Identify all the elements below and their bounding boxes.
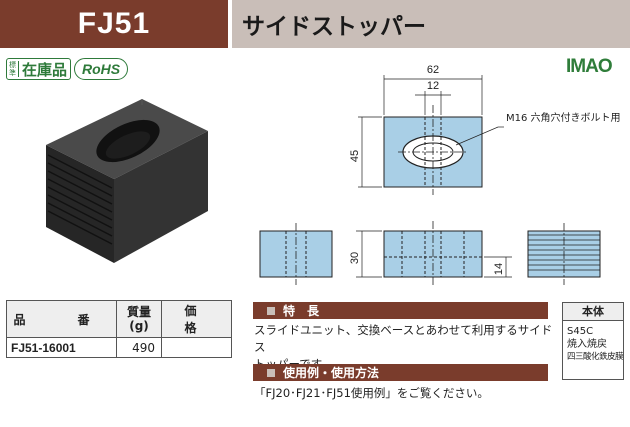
- price-cell: [161, 337, 232, 358]
- in-stock-badge: 標準 在庫品: [6, 58, 72, 80]
- features-title: 特 長: [283, 304, 320, 318]
- header-price: 価 格: [161, 300, 232, 338]
- imao-logo: IMAO: [566, 56, 613, 77]
- body-spec-title: 本体: [563, 303, 623, 321]
- product-table: 品 番 質量 (g) 価 格 FJ51-16001 490: [6, 300, 232, 358]
- features-title-bar: 特 長: [253, 302, 548, 319]
- body-treatment: 焼入焼戻: [567, 339, 607, 350]
- body-coating: 四三酸化鉄皮膜: [567, 352, 624, 362]
- standard-label: 標準: [7, 61, 19, 77]
- header-weight-label: 質量: [126, 305, 151, 319]
- body-spec-box: 本体 S45C 焼入焼戻 四三酸化鉄皮膜: [562, 302, 624, 380]
- rohs-badge: RoHS: [74, 58, 129, 80]
- dim-width: 62: [427, 64, 439, 76]
- front-view: 30 14: [349, 221, 512, 285]
- square-bullet-icon: [267, 368, 275, 377]
- usage-title-bar: 使用例・使用方法: [253, 364, 548, 381]
- usage-title: 使用例・使用方法: [283, 366, 380, 380]
- technical-drawing: 62 12 45 M16 六角穴付きボルト用 30: [259, 64, 621, 285]
- dim-height: 45: [349, 150, 361, 162]
- body-material: S45C: [567, 326, 594, 337]
- product-photo: [46, 99, 208, 263]
- top-view: 62 12 45 M16 六角穴付きボルト用: [349, 64, 621, 195]
- features-line-1: スライドユニット、交換ベースとあわせて利用するサイドス: [254, 323, 553, 354]
- table-row: FJ51-16001 490: [6, 337, 232, 358]
- part-no-cell: FJ51-16001: [6, 337, 117, 358]
- product-name-header: サイドストッパー: [232, 0, 630, 48]
- header-weight-unit: (g): [129, 319, 149, 333]
- product-code-header: FJ51: [0, 0, 228, 48]
- dim-thickness: 30: [349, 252, 361, 264]
- usage-text: 「FJ20･FJ21･FJ51使用例」をご覧ください。: [254, 386, 489, 400]
- weight-cell: 490: [116, 337, 162, 358]
- left-side-view: [259, 223, 333, 285]
- in-stock-label: 在庫品: [22, 60, 68, 79]
- bolt-callout: M16 六角穴付きボルト用: [506, 111, 621, 124]
- square-bullet-icon: [267, 306, 275, 315]
- right-side-view: [527, 223, 601, 285]
- header-part-no: 品 番: [6, 300, 117, 338]
- dim-step: 14: [493, 263, 505, 275]
- header-weight: 質量 (g): [116, 300, 162, 338]
- dim-slot: 12: [427, 80, 439, 92]
